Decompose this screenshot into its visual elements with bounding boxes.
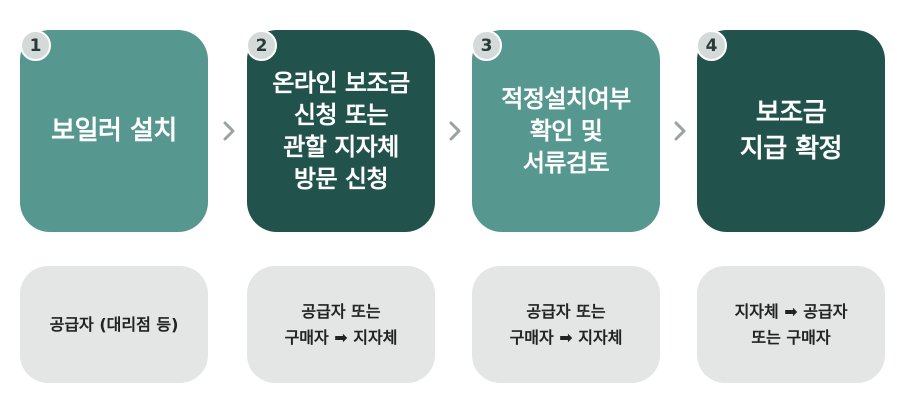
step-2-title: 온라인 보조금 신청 또는 관할 지자체 방문 신청: [272, 69, 410, 193]
step-2-card: 온라인 보조금 신청 또는 관할 지자체 방문 신청: [247, 30, 435, 232]
step-3-title: 적정설치여부 확인 및 서류검토: [501, 85, 631, 177]
step-1-actor-box: 공급자 (대리점 등): [20, 266, 208, 383]
step-4-card: 보조금 지급 확정: [697, 30, 885, 232]
step-2-number-badge: 2: [246, 30, 277, 61]
step-3-number-badge: 3: [471, 30, 502, 61]
step-3-actor-box: 공급자 또는 구매자 ➡ 지자체: [472, 266, 660, 383]
step-2-actor-box: 공급자 또는 구매자 ➡ 지자체: [247, 266, 435, 383]
step-4-number-badge: 4: [696, 30, 727, 61]
step-4-actor-box: 지자체 ➡ 공급자 또는 구매자: [697, 266, 885, 383]
chevron-right-icon: [674, 121, 686, 141]
step-1-title: 보일러 설치: [51, 116, 177, 146]
step-4-title: 보조금 지급 확정: [739, 98, 843, 164]
step-1-number-badge: 1: [20, 30, 51, 61]
chevron-right-icon: [223, 121, 235, 141]
chevron-right-icon: [449, 121, 461, 141]
step-3-card: 적정설치여부 확인 및 서류검토: [472, 30, 660, 232]
step-1-card: 보일러 설치: [20, 30, 208, 232]
